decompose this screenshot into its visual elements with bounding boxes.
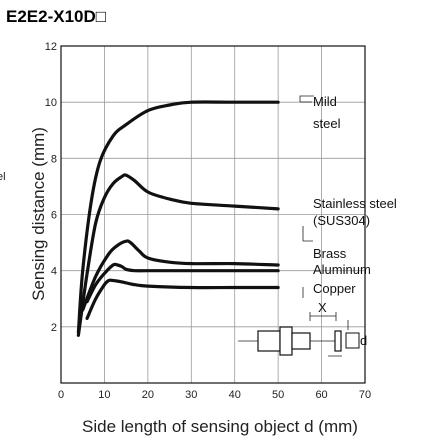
d-label: d — [360, 333, 367, 348]
sensor-nut — [279, 326, 293, 356]
curves — [76, 100, 280, 337]
y-tick-label: 10 — [45, 97, 57, 109]
x-tick-label: 0 — [58, 389, 64, 401]
curve-copper — [85, 278, 280, 320]
stainless-leader — [302, 226, 313, 242]
x-label: X — [318, 300, 327, 315]
x-tick-label: 30 — [185, 389, 197, 401]
label-mild-steel-1: Mild — [313, 94, 337, 109]
x-tick-label: 50 — [272, 389, 284, 401]
sensor-inset-diagram: X d — [238, 300, 367, 357]
target-plate — [334, 330, 342, 352]
sensor-body — [257, 330, 281, 352]
y-tick-label: 6 — [51, 210, 57, 222]
y-axis-label: Sensing distance (mm) — [29, 127, 48, 301]
x-dimension — [309, 312, 337, 321]
axis-ticks: 2 4 6 8 10 12 0 10 20 30 40 50 60 70 — [45, 41, 371, 401]
label-copper: Copper — [313, 281, 356, 296]
cropped-text-fragment: el — [0, 171, 6, 183]
curve-mild-steel — [76, 100, 280, 334]
y-tick-label: 4 — [51, 266, 57, 278]
x-tick-label: 60 — [315, 389, 327, 401]
y-tick-label: 8 — [51, 153, 57, 165]
x-tick-label: 20 — [142, 389, 154, 401]
sensor-head — [291, 332, 311, 350]
x-tick-label: 10 — [98, 389, 110, 401]
y-tick-label: 2 — [51, 322, 57, 334]
curve-aluminum — [85, 262, 280, 304]
label-stainless-1: Stainless steel — [313, 196, 397, 211]
curve-brass — [81, 239, 280, 312]
curve-stainless-steel-sus304 — [76, 173, 280, 337]
label-mild-steel-2: steel — [313, 116, 341, 131]
label-brass: Brass — [313, 246, 347, 261]
x-axis-label: Side length of sensing object d (mm) — [82, 417, 358, 436]
x-tick-label: 40 — [229, 389, 241, 401]
target-square-icon — [345, 332, 360, 349]
label-aluminum: Aluminum — [313, 262, 371, 277]
label-stainless-2: (SUS304) — [313, 213, 370, 228]
d-dimension — [328, 320, 349, 357]
mild-steel-leader-2 — [299, 95, 314, 102]
plot-frame — [60, 45, 366, 384]
chart-title: E2E2-X10D□ — [6, 7, 106, 26]
series-labels: Mild steel Stainless steel (SUS304) Bras… — [299, 94, 397, 298]
x-tick-label: 70 — [359, 389, 371, 401]
y-tick-label: 12 — [45, 41, 57, 53]
